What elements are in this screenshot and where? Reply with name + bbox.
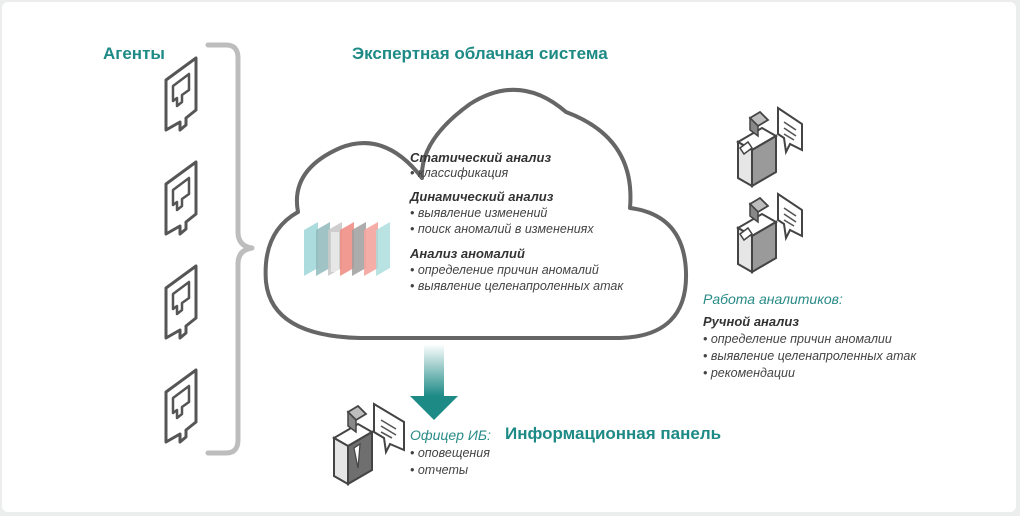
officer-item: • отчеты	[410, 463, 469, 477]
static-analysis-heading: Статический анализ	[410, 150, 552, 165]
analyst-icon	[736, 192, 803, 274]
agent-device-icon	[164, 56, 198, 132]
cloud-icon	[263, 87, 689, 340]
analysts-item: • рекомендации	[703, 366, 795, 380]
agents-title: Агенты	[103, 44, 165, 63]
manual-analysis-heading: Ручной анализ	[703, 314, 799, 329]
agent-device-icon	[164, 160, 198, 236]
analysts-title: Работа аналитиков:	[703, 291, 843, 307]
layers-icon	[304, 222, 390, 276]
anomaly-analysis-heading: Анализ аномалий	[410, 246, 525, 261]
cloud-title: Экспертная облачная система	[352, 44, 608, 63]
dynamic-analysis-item: • выявление изменений	[410, 206, 548, 220]
officer-item: • оповещения	[410, 446, 490, 460]
agent-device-icon	[164, 264, 198, 340]
dynamic-analysis-item: • поиск аномалий в изменениях	[410, 222, 594, 236]
anomaly-analysis-item: • выявление целенапроленных атак	[410, 279, 624, 293]
analyst-icon	[736, 106, 803, 188]
agent-device-icon	[164, 368, 198, 444]
officer-icon	[332, 402, 405, 486]
info-panel-title: Информационная панель	[505, 424, 722, 443]
down-arrow-icon	[410, 344, 458, 420]
analysts-item: • определение причин аномалии	[703, 332, 892, 346]
analysts-item: • выявление целенапроленных атак	[703, 349, 917, 363]
brace-icon	[205, 42, 255, 456]
officer-title: Офицер ИБ:	[410, 427, 491, 443]
static-analysis-item: • классификация	[410, 166, 509, 180]
anomaly-analysis-item: • определение причин аномалий	[410, 263, 599, 277]
dynamic-analysis-heading: Динамический анализ	[410, 189, 554, 204]
